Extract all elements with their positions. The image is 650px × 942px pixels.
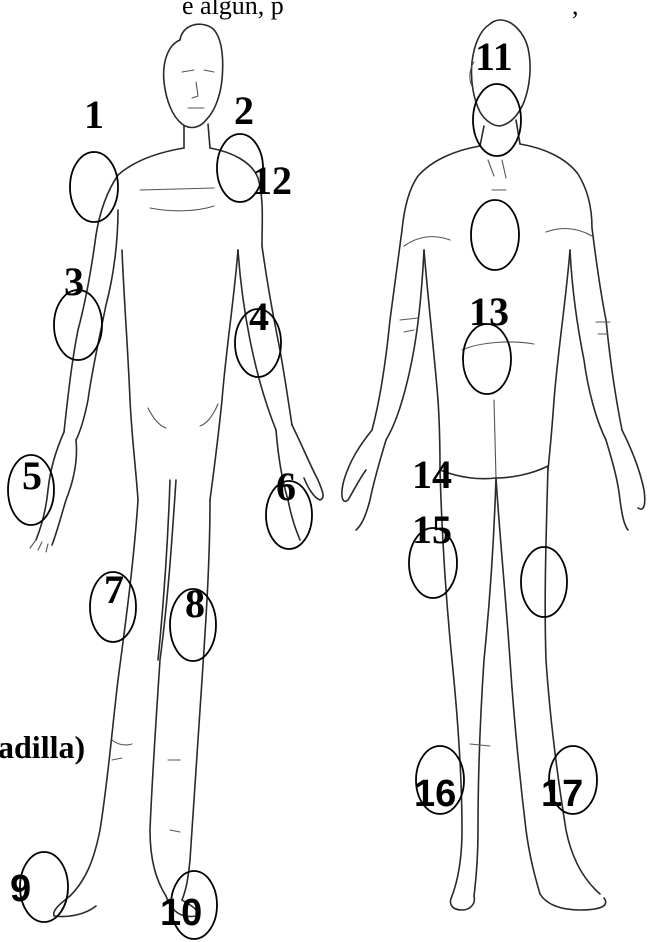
label-1: 1 — [84, 92, 104, 137]
marker-circle-12[interactable] — [471, 200, 519, 270]
label-3: 3 — [64, 259, 84, 304]
marker-circle-14[interactable] — [521, 547, 567, 617]
label-11: 11 — [475, 34, 513, 79]
marker-circle-11[interactable] — [473, 84, 521, 156]
top-caption: e algún, p — [182, 0, 284, 20]
label-15: 15 — [412, 507, 452, 552]
label-10: 10 — [160, 892, 202, 934]
label-13: 13 — [469, 289, 509, 334]
back-body-outline — [342, 20, 645, 910]
label-6: 6 — [276, 464, 296, 509]
label-2: 2 — [234, 88, 254, 133]
side-caption: adilla) — [0, 729, 85, 765]
marker-circle-13[interactable] — [463, 324, 511, 394]
marker-labels: 1 2 12 3 4 5 6 7 8 9 10 11 13 14 15 16 1… — [10, 34, 583, 934]
label-16: 16 — [414, 773, 456, 815]
label-9: 9 — [10, 868, 31, 910]
label-8: 8 — [185, 581, 205, 626]
label-4: 4 — [249, 294, 269, 339]
top-caption-right: , — [572, 0, 579, 20]
label-17: 17 — [541, 773, 583, 815]
label-12: 12 — [252, 158, 292, 203]
label-7: 7 — [104, 567, 124, 612]
label-5: 5 — [22, 453, 42, 498]
label-14: 14 — [412, 452, 452, 497]
markers — [8, 84, 597, 939]
